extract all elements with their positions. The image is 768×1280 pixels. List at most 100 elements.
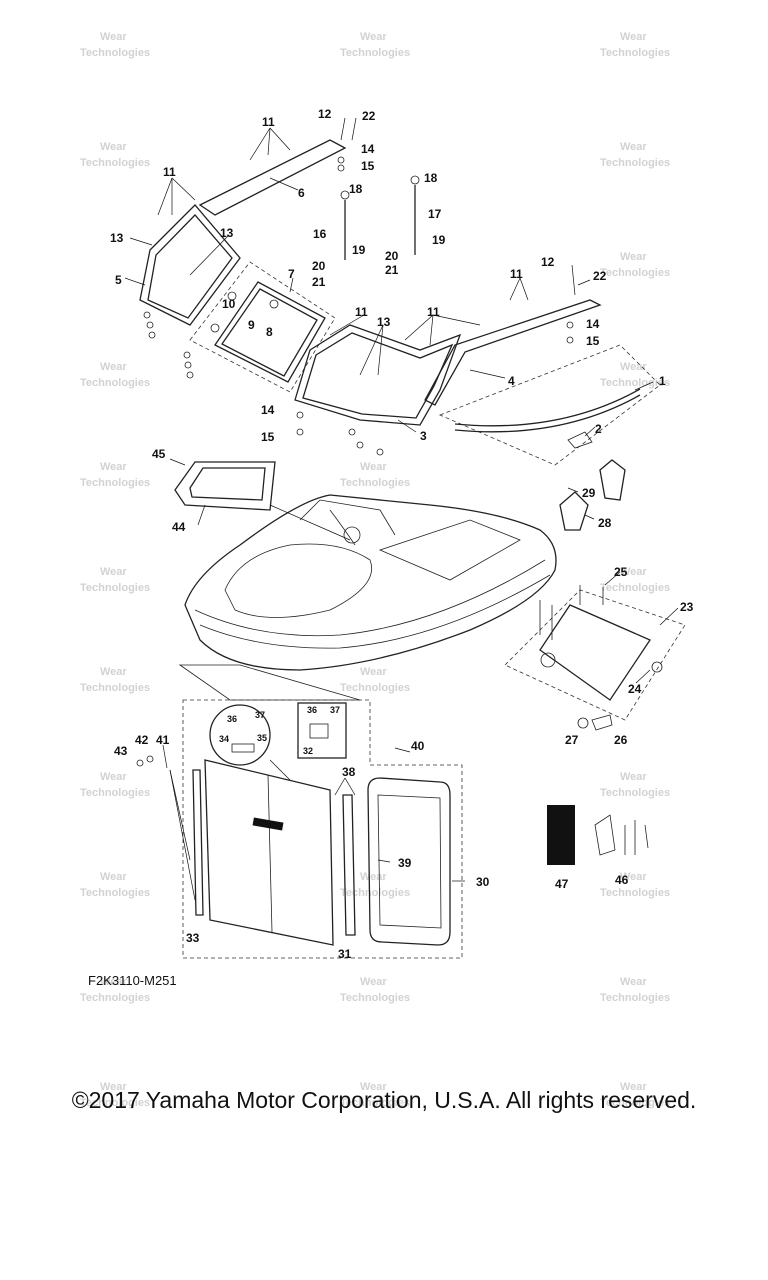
svg-text:Technologies: Technologies xyxy=(340,992,410,1004)
callout: 26 xyxy=(614,733,628,747)
hull-stripe xyxy=(194,559,551,649)
callout: 23 xyxy=(680,600,694,614)
callout: 1 xyxy=(659,374,666,388)
callout: 42 xyxy=(135,733,149,747)
steering-wheel xyxy=(343,526,361,544)
callout: 21 xyxy=(312,275,326,289)
callout: 17 xyxy=(428,207,442,221)
part-39-frame xyxy=(367,777,451,946)
detail-box-32 xyxy=(297,702,347,759)
svg-text:Technologies: Technologies xyxy=(600,157,670,169)
callout: 12 xyxy=(318,107,332,121)
svg-text:Technologies: Technologies xyxy=(80,47,150,59)
svg-text:Wear: Wear xyxy=(100,871,127,883)
part-7-center-glass xyxy=(214,281,326,383)
svg-text:Wear: Wear xyxy=(620,771,647,783)
svg-text:Wear: Wear xyxy=(620,361,647,373)
panel-handle xyxy=(252,817,284,831)
callout: 29 xyxy=(582,486,596,500)
callout: 13 xyxy=(220,226,234,240)
callout: 41 xyxy=(156,733,170,747)
part-24-grommet xyxy=(540,652,556,668)
callout: 5 xyxy=(115,273,122,287)
callout: 12 xyxy=(541,255,555,269)
callout: 13 xyxy=(377,315,391,329)
svg-text:Technologies: Technologies xyxy=(80,887,150,899)
callout: 47 xyxy=(555,877,569,891)
svg-text:Technologies: Technologies xyxy=(80,157,150,169)
callout: 43 xyxy=(114,744,128,758)
part-38-hinge xyxy=(342,794,356,936)
svg-text:Technologies: Technologies xyxy=(600,377,670,389)
svg-text:Technologies: Technologies xyxy=(340,682,410,694)
svg-text:Wear: Wear xyxy=(100,141,127,153)
part-18-clip xyxy=(410,175,420,185)
svg-text:Wear: Wear xyxy=(360,666,387,678)
callout-labels: 1 2 3 4 5 6 7 8 9 10 11 11 11 11 11 12 1… xyxy=(110,107,694,961)
callout: 21 xyxy=(385,263,399,277)
bow-deck xyxy=(378,519,521,581)
part-23-dashed-box xyxy=(504,589,686,721)
svg-text:Technologies: Technologies xyxy=(340,1097,410,1109)
callout: 14 xyxy=(261,403,275,417)
windshield-assembly xyxy=(124,117,661,466)
svg-text:Wear: Wear xyxy=(100,666,127,678)
callout: 11 xyxy=(163,165,176,179)
part-6-windshield-trim xyxy=(198,139,347,216)
svg-text:Wear: Wear xyxy=(100,31,127,43)
callout: 31 xyxy=(338,947,352,961)
svg-text:Wear: Wear xyxy=(100,361,127,373)
callout: 35 xyxy=(257,733,267,743)
callout: 10 xyxy=(222,297,236,311)
svg-text:Wear: Wear xyxy=(620,141,647,153)
callout: 40 xyxy=(411,739,425,753)
cockpit xyxy=(224,543,372,618)
svg-text:Wear: Wear xyxy=(360,976,387,988)
callout: 18 xyxy=(349,182,363,196)
callout: 34 xyxy=(219,734,229,744)
callout: 24 xyxy=(628,682,642,696)
callout: 27 xyxy=(565,733,579,747)
callout: 11 xyxy=(262,115,275,129)
svg-text:Technologies: Technologies xyxy=(340,887,410,899)
svg-text:Wear: Wear xyxy=(100,976,127,988)
svg-text:Wear: Wear xyxy=(360,1081,387,1093)
callout: 3 xyxy=(420,429,427,443)
detail-circle xyxy=(209,704,271,766)
part-23-cover-assembly xyxy=(504,571,686,731)
callout: 14 xyxy=(361,142,375,156)
callout: 6 xyxy=(298,186,305,200)
callout: 7 xyxy=(288,267,295,281)
svg-text:Wear: Wear xyxy=(620,566,647,578)
svg-text:Technologies: Technologies xyxy=(80,377,150,389)
callout: 2 xyxy=(595,422,602,436)
svg-text:Wear: Wear xyxy=(620,31,647,43)
part-46-tools xyxy=(594,814,649,856)
part-25-screws xyxy=(539,585,604,640)
cover-panel-section xyxy=(136,699,465,959)
callout: 11 xyxy=(510,267,523,281)
callout: 14 xyxy=(586,317,600,331)
part-44-storage-tray xyxy=(169,458,276,526)
svg-text:Technologies: Technologies xyxy=(600,582,670,594)
part-33-strip xyxy=(192,769,204,916)
part-42-washer xyxy=(146,755,154,763)
svg-text:Technologies: Technologies xyxy=(80,682,150,694)
windshield-leaders xyxy=(124,117,654,437)
callout: 22 xyxy=(593,269,607,283)
callout: 32 xyxy=(303,746,313,756)
svg-text:Technologies: Technologies xyxy=(600,887,670,899)
part-7-dashed-box xyxy=(189,261,336,393)
hardware-fasteners xyxy=(143,156,574,456)
